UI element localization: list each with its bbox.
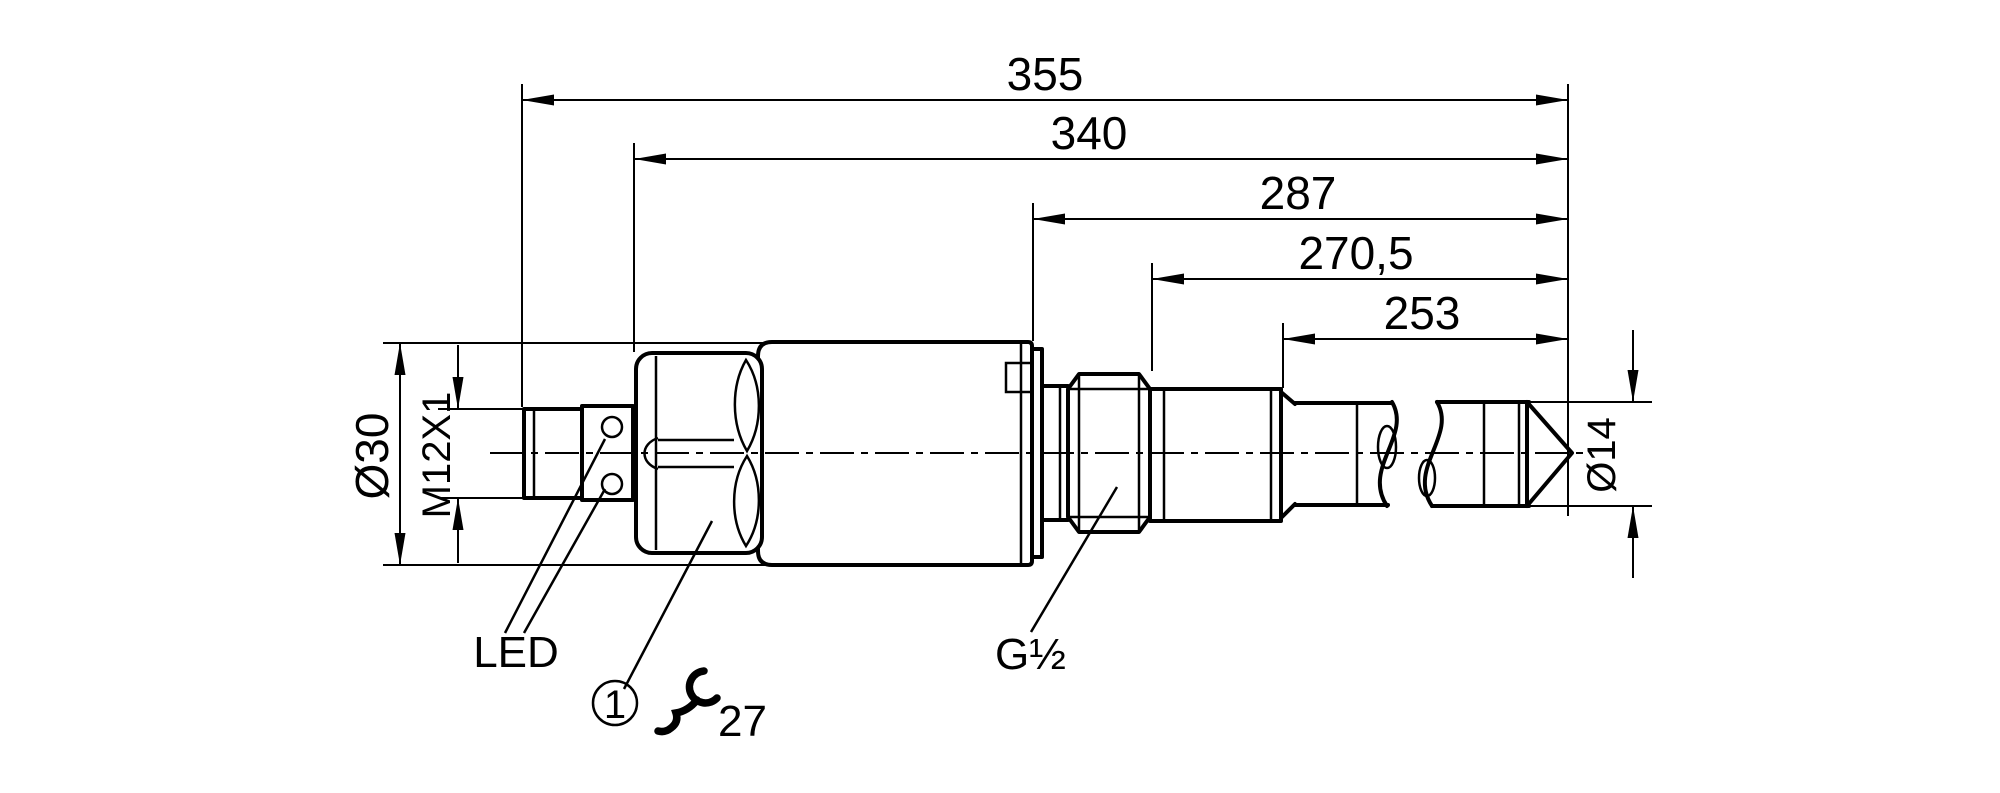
led-label: LED <box>473 628 559 677</box>
wrench-icon <box>654 667 721 736</box>
dim-270-5-label: 270,5 <box>1298 227 1413 279</box>
callout-1-circle <box>591 679 639 727</box>
led-window-bottom <box>600 472 624 496</box>
led-window-top <box>600 415 624 439</box>
dim-287-label: 287 <box>1260 167 1337 219</box>
probe-tip <box>1525 400 1574 508</box>
dim-dia30-label: Ø30 <box>346 413 398 500</box>
dim-355-label: 355 <box>1007 48 1084 100</box>
wrench-size-label: 27 <box>718 697 767 746</box>
dim-253-label: 253 <box>1384 287 1461 339</box>
dim-340-label: 340 <box>1051 107 1128 159</box>
callout-1-label: 1 <box>604 683 626 727</box>
probe-body <box>522 340 1574 567</box>
dim-dia14-label: Ø14 <box>1580 417 1624 493</box>
dimension-lines: 355 340 287 270,5 253 Ø30 M12X1 Ø14 <box>346 48 1652 578</box>
process-thread-label: G½ <box>995 630 1066 679</box>
dim-m12x1-label: M12X1 <box>415 392 459 519</box>
shaft <box>1148 387 1283 523</box>
callouts: LED 1 27 G½ <box>473 438 1119 746</box>
